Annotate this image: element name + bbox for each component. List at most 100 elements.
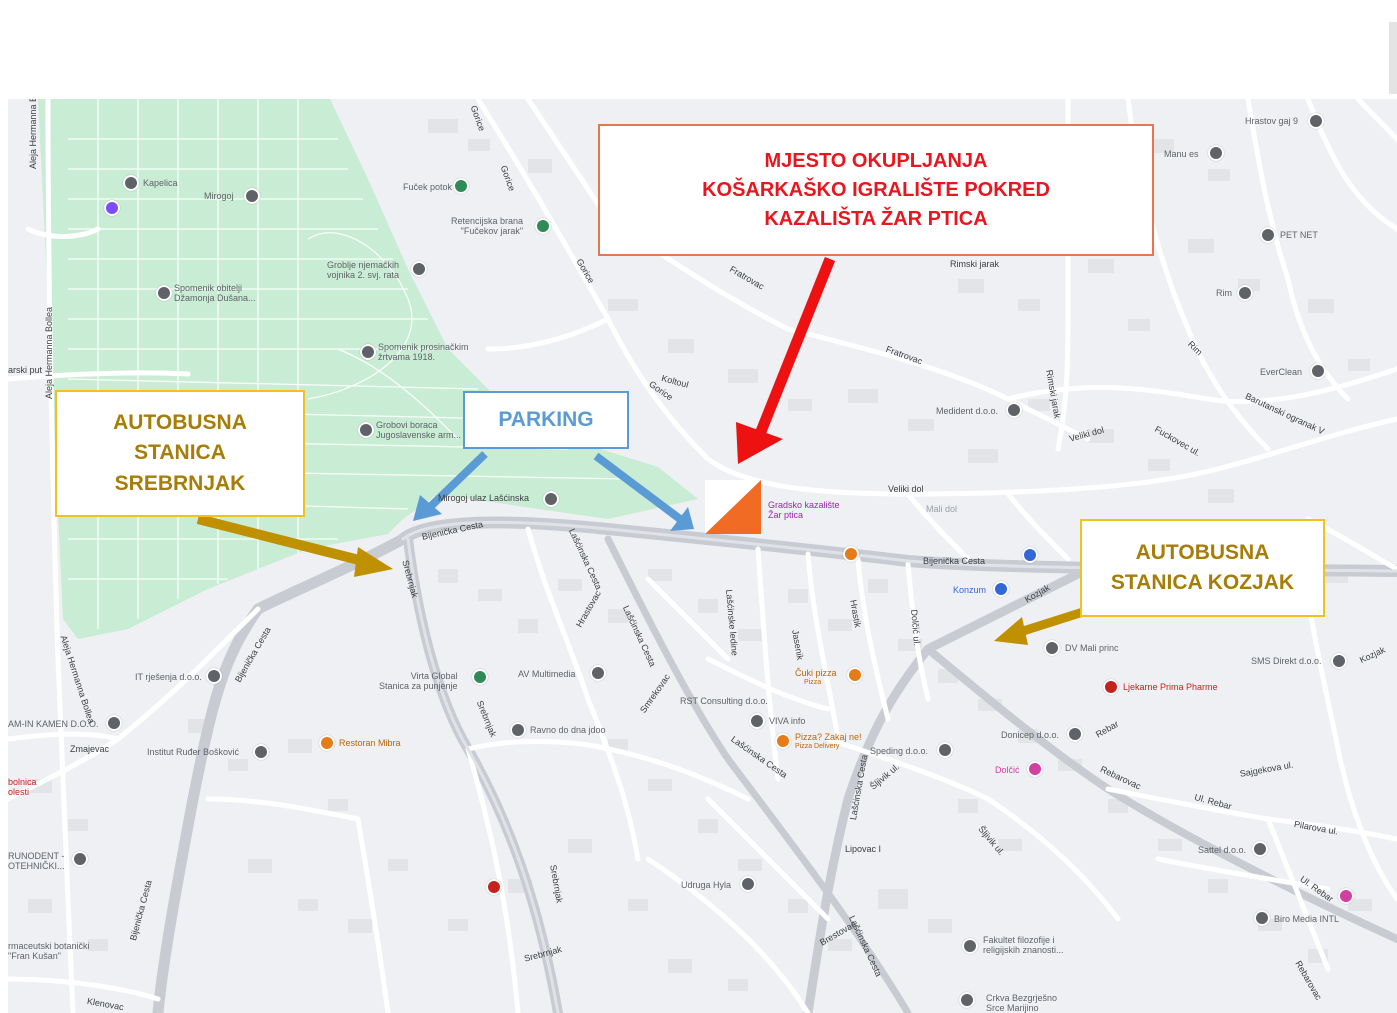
pizza-bijenicka-pin-icon[interactable] — [843, 546, 859, 562]
poi-grobovi[interactable]: Grobovi boraca Jugoslavenske arm... — [376, 420, 462, 441]
it-rjesenja-pin-icon[interactable] — [206, 668, 222, 684]
poi-ravno[interactable]: Ravno do dna jdoo — [530, 725, 606, 735]
runodent-pin-icon[interactable] — [72, 851, 88, 867]
ravno-pin-icon[interactable] — [510, 722, 526, 738]
mirogoj-pin-icon[interactable] — [244, 188, 260, 204]
poi-av-multimedia[interactable]: AV Multimedia — [518, 669, 576, 679]
retencijska-pin-icon[interactable] — [535, 218, 551, 234]
srebrnjak-line-2: STANICA — [134, 441, 226, 465]
spomenik-1918-pin-icon[interactable] — [360, 344, 376, 360]
udruga-hyla-pin-icon[interactable] — [740, 876, 756, 892]
virta-pin-icon[interactable] — [472, 669, 488, 685]
ljekarne-pin-icon[interactable] — [1103, 679, 1119, 695]
poi-pizza-zakaj[interactable]: Pizza? Zakaj ne! — [795, 732, 862, 742]
poi-it-rjesenja[interactable]: IT rješenja d.o.o. — [135, 672, 202, 682]
purple-pin-icon[interactable] — [104, 200, 120, 216]
pet-net-pin-icon[interactable] — [1260, 227, 1276, 243]
cuki-pizza-pin-icon[interactable] — [847, 667, 863, 683]
arrow-red-head — [736, 422, 783, 464]
poi-institut[interactable]: Institut Ruđer Bošković — [147, 747, 240, 757]
poi-ljekarne[interactable]: Ljekarne Prima Pharme — [1123, 682, 1218, 692]
poi-spomenik-1918[interactable]: Spomenik prosinačkim žrtvama 1918. — [378, 342, 469, 363]
am-in-kamen-pin-icon[interactable] — [106, 715, 122, 731]
poi-fakultet[interactable]: Fakultet filozofije i religijskih znanos… — [983, 935, 1064, 956]
poi-gradsko-kazaliste[interactable]: Gradsko kazalište Žar ptica — [768, 500, 840, 521]
dolcic-pin-icon[interactable] — [1027, 761, 1043, 777]
speding-pin-icon[interactable] — [937, 742, 953, 758]
poi-crkva[interactable]: Crkva Bezgrješno Srce Marijino — [986, 993, 1058, 1013]
fakultet-pin-icon[interactable] — [962, 938, 978, 954]
poi-pet-net[interactable]: PET NET — [1280, 230, 1318, 240]
poi-konzum[interactable]: Konzum — [953, 585, 987, 595]
rim-pin-icon[interactable] — [1237, 285, 1253, 301]
hrastov-gaj-pin-icon[interactable] — [1308, 113, 1324, 129]
poi-bolnica[interactable]: bolnica olesti — [8, 777, 37, 798]
poi-virta[interactable]: Virta Global Stanica za punjenje — [379, 671, 458, 692]
viva-pin-icon[interactable] — [749, 713, 765, 729]
poi-botanicki[interactable]: rmaceutski botanički "Fran Kušan" — [8, 941, 90, 962]
fucek-potok-pin-icon[interactable] — [453, 178, 469, 194]
poi-mirogoj-ulaz[interactable]: Mirogoj ulaz Lašćinska — [438, 493, 530, 503]
manu-es-pin-icon[interactable] — [1208, 145, 1224, 161]
dv-mali-princ-pin-icon[interactable] — [1044, 640, 1060, 656]
street-mali-dol: Mali dol — [926, 504, 958, 514]
red-pin-icon[interactable] — [486, 879, 502, 895]
kapelica-pin-icon[interactable] — [123, 175, 139, 191]
poi-hrastov-gaj[interactable]: Hrastov gaj 9 — [1245, 116, 1299, 126]
assembly-line-2: KOŠARKAŠKO IGRALIŠTE POKRED — [702, 178, 1050, 201]
medident-pin-icon[interactable] — [1006, 402, 1022, 418]
poi-mirogoj[interactable]: Mirogoj — [204, 191, 234, 201]
poi-runodent[interactable]: RUNODENT - OTEHNIČKI... — [8, 851, 65, 872]
poi-donicep[interactable]: Donicep d.o.o. — [1001, 730, 1060, 740]
poi-groblje[interactable]: Groblje njemačkih vojnika 2. svj. rata — [327, 260, 400, 281]
poi-medident[interactable]: Medident d.o.o. — [936, 406, 999, 416]
assembly-line-1: MJESTO OKUPLJANJA — [764, 149, 988, 172]
pizza-zakaj-pin-icon[interactable] — [775, 733, 791, 749]
poi-retencijska[interactable]: Retencijska brana "Fučekov jarak" — [451, 216, 524, 237]
poi-dolcic[interactable]: Dolčić — [995, 765, 1020, 775]
arrow-blue-left — [425, 451, 488, 512]
street-aleja-1: Aleja Hermanna Bollea — [28, 99, 38, 169]
poi-rim[interactable]: Rim — [1216, 288, 1232, 298]
poi-spomenik-dzamonja[interactable]: Spomenik obitelji Džamonja Dušana... — [174, 283, 256, 304]
poi-restoran-mibra[interactable]: Restoran Mibra — [339, 738, 401, 748]
poi-speding[interactable]: Speding d.o.o. — [870, 746, 929, 756]
institut-pin-icon[interactable] — [253, 744, 269, 760]
poi-sattel[interactable]: Sattel d.o.o. — [1198, 845, 1247, 855]
poi-fucek-potok[interactable]: Fuček potok — [403, 182, 453, 192]
everclean-pin-icon[interactable] — [1310, 363, 1326, 379]
poi-sms-direkt[interactable]: SMS Direkt d.o.o. — [1251, 656, 1322, 666]
poi-everclean[interactable]: EverClean — [1260, 367, 1303, 377]
poi-viva[interactable]: VIVA info — [769, 716, 806, 726]
street-arski-put: arski put — [8, 365, 43, 375]
poi-cuki-pizza[interactable]: Čuki pizza — [795, 668, 837, 678]
street-veliki-dol-2: Veliki dol — [888, 484, 924, 494]
poi-manu-es[interactable]: Manu es — [1164, 149, 1199, 159]
poi-pizza-delivery[interactable]: Pizza Delivery — [795, 743, 840, 750]
av-multimedia-pin-icon[interactable] — [590, 665, 606, 681]
biro-media-pin-icon[interactable] — [1254, 910, 1270, 926]
poi-cuki-sub[interactable]: Pizza — [804, 679, 822, 686]
bus-stop-kozjak-icon[interactable] — [1022, 547, 1038, 563]
poi-rst[interactable]: RST Consulting d.o.o. — [680, 696, 768, 706]
pink-pin-right-icon[interactable] — [1338, 888, 1354, 904]
donicep-pin-icon[interactable] — [1067, 726, 1083, 742]
map-canvas[interactable]: Kapelica Mirogoj Fuček potok Retencijska… — [8, 99, 1397, 1013]
grobovi-pin-icon[interactable] — [358, 422, 374, 438]
konzum-pin-icon[interactable] — [993, 581, 1009, 597]
poi-dv-mali-princ[interactable]: DV Mali princ — [1065, 643, 1119, 653]
sms-direkt-pin-icon[interactable] — [1331, 653, 1347, 669]
poi-udruga-hyla[interactable]: Udruga Hyla — [681, 880, 732, 890]
groblje-pin-icon[interactable] — [411, 261, 427, 277]
mirogoj-ulaz-pin-icon[interactable] — [543, 491, 559, 507]
restoran-mibra-pin-icon[interactable] — [319, 735, 335, 751]
arrow-gold-kozjak — [1018, 607, 1085, 637]
sattel-pin-icon[interactable] — [1252, 841, 1268, 857]
dzamonja-pin-icon[interactable] — [156, 285, 172, 301]
poi-kapelica[interactable]: Kapelica — [143, 178, 178, 188]
arrow-blue-right-head — [670, 507, 694, 531]
poi-biro-media[interactable]: Biro Media INTL — [1274, 914, 1340, 924]
crkva-pin-icon[interactable] — [959, 992, 975, 1008]
street-rimski-jarak: Rimski jarak — [950, 259, 1000, 269]
poi-am-in-kamen[interactable]: AM-IN KAMEN D.O.O. — [8, 719, 99, 729]
